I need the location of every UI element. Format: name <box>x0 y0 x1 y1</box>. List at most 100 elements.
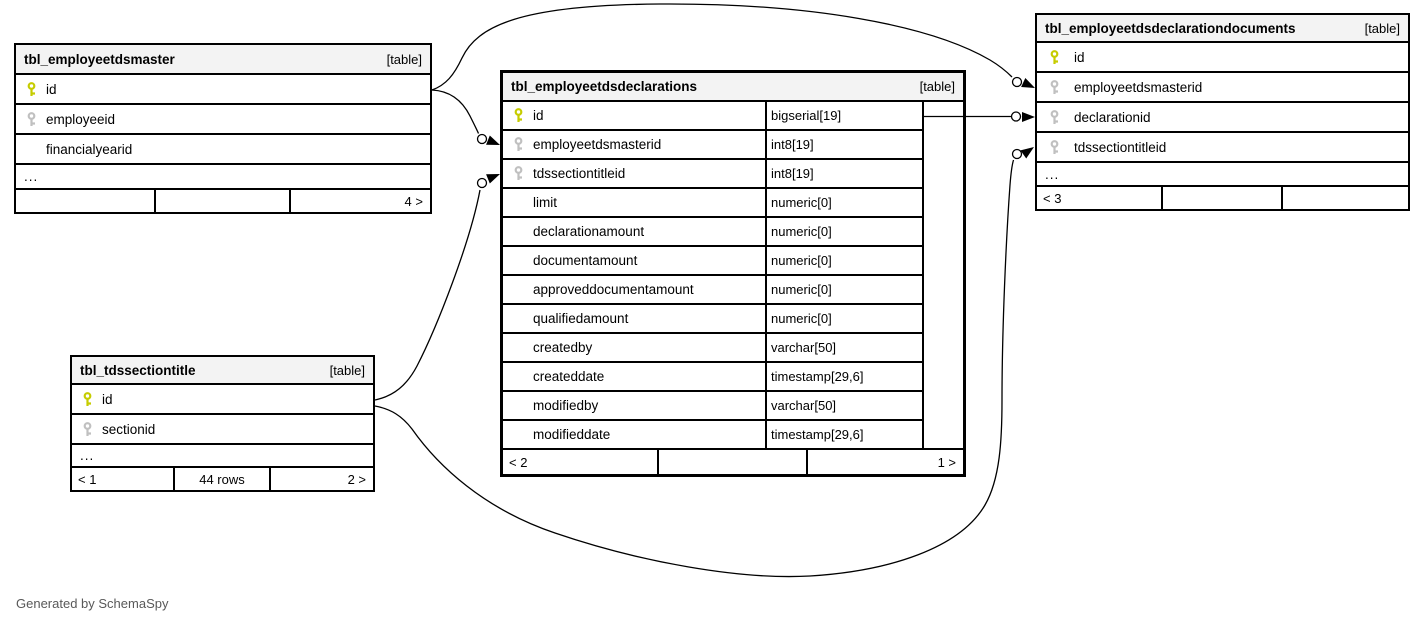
rel-master-to-declarations <box>431 89 500 145</box>
footer-cell: 44 rows <box>175 468 272 490</box>
column-name: limit <box>533 195 557 210</box>
column-name: tdssectiontitleid <box>533 166 626 181</box>
table-header[interactable]: tbl_employeetdsmaster [table] <box>16 45 430 75</box>
footer-cell: 1 > <box>937 454 957 470</box>
column-row: limit numeric[0] <box>503 189 922 218</box>
more-columns-ellipsis: ... <box>1037 163 1408 187</box>
column-type: numeric[0] <box>771 282 832 297</box>
table-tag: [table] <box>1364 20 1400 36</box>
column-row: approveddocumentamount numeric[0] <box>503 276 922 305</box>
foreign-key-icon <box>82 421 93 437</box>
column-name: documentamount <box>533 253 638 268</box>
column-type: varchar[50] <box>771 340 837 355</box>
table-header[interactable]: tbl_employeetdsdeclarations [table] <box>503 73 963 102</box>
column-name: createddate <box>533 369 605 384</box>
table-body: id bigserial[19] employeetdsmasterid int… <box>503 102 963 450</box>
foreign-key-icon <box>513 166 524 181</box>
table-footer: < 3 <box>1037 187 1408 209</box>
column-row: employeetdsmasterid <box>1037 73 1408 103</box>
cardinality-circle <box>1011 76 1023 88</box>
footer-cell <box>156 190 291 212</box>
table-footer: < 1 44 rows 2 > <box>72 468 373 490</box>
column-row: modifieddate timestamp[29,6] <box>503 421 922 448</box>
table-name: tbl_employeetdsdeclarations <box>511 79 698 94</box>
column-type: numeric[0] <box>771 195 832 210</box>
column-type: numeric[0] <box>771 311 832 326</box>
column-row: documentamount numeric[0] <box>503 247 922 276</box>
column-name: employeeid <box>46 111 116 127</box>
table-name: tbl_tdssectiontitle <box>80 362 196 378</box>
column-type: varchar[50] <box>771 398 837 413</box>
spacer-column <box>922 102 963 448</box>
cardinality-circle <box>476 177 488 189</box>
column-row: declarationid <box>1037 103 1408 133</box>
footer-cell <box>16 190 157 212</box>
arrowhead-icon <box>1022 112 1035 122</box>
cardinality-circle <box>1010 111 1022 122</box>
column-row: createddate timestamp[29,6] <box>503 363 922 392</box>
table-name: tbl_employeetdsmaster <box>24 51 175 67</box>
foreign-key-icon <box>26 111 37 127</box>
column-type: timestamp[29,6] <box>771 427 864 442</box>
primary-key-icon <box>513 108 524 123</box>
table-name: tbl_employeetdsdeclarationdocuments <box>1045 20 1296 36</box>
primary-key-icon <box>82 391 93 407</box>
column-name: employeetdsmasterid <box>533 137 662 152</box>
table-tag: [table] <box>919 79 955 94</box>
column-name: approveddocumentamount <box>533 282 694 297</box>
column-type: int8[19] <box>771 137 814 152</box>
foreign-key-icon <box>1049 139 1060 155</box>
column-row: employeetdsmasterid int8[19] <box>503 131 922 160</box>
column-type: timestamp[29,6] <box>771 369 864 384</box>
column-row: id <box>1037 43 1408 73</box>
table-employeetdsmaster: tbl_employeetdsmaster [table] id employe… <box>14 43 432 214</box>
column-name: tdssectiontitleid <box>1074 139 1167 155</box>
foreign-key-icon <box>1049 79 1060 95</box>
table-header[interactable]: tbl_employeetdsdeclarationdocuments [tab… <box>1037 15 1408 43</box>
footer-cell: < 2 <box>503 450 659 474</box>
column-row: modifiedby varchar[50] <box>503 392 922 421</box>
generator-credit: Generated by SchemaSpy <box>16 596 169 611</box>
column-type: bigserial[19] <box>771 108 842 123</box>
column-name: sectionid <box>102 421 156 437</box>
column-type: numeric[0] <box>771 224 832 239</box>
column-row: id <box>16 75 430 105</box>
column-type: numeric[0] <box>771 253 832 268</box>
footer-cell <box>1283 187 1408 209</box>
column-name: employeetdsmasterid <box>1074 79 1203 95</box>
column-name: declarationid <box>1074 109 1151 125</box>
column-type: int8[19] <box>771 166 814 181</box>
table-footer: < 2 1 > <box>503 450 963 474</box>
column-row: id bigserial[19] <box>503 102 922 131</box>
table-employeetdsdeclarationdocuments: tbl_employeetdsdeclarationdocuments [tab… <box>1035 13 1410 211</box>
cardinality-circle <box>1011 148 1023 160</box>
foreign-key-icon <box>1049 109 1060 125</box>
column-name: modifiedby <box>533 398 599 413</box>
column-name: id <box>1074 49 1085 65</box>
column-row: tdssectiontitleid <box>1037 133 1408 163</box>
table-header[interactable]: tbl_tdssectiontitle [table] <box>72 357 373 385</box>
table-footer: 4 > <box>16 190 430 212</box>
column-row: declarationamount numeric[0] <box>503 218 922 247</box>
footer-cell <box>1163 187 1283 209</box>
more-columns-ellipsis: ... <box>16 165 430 190</box>
table-tag: [table] <box>329 362 365 378</box>
footer-cell: 2 > <box>347 471 367 487</box>
footer-cell: < 1 <box>72 468 175 490</box>
footer-cell <box>659 450 809 474</box>
column-row: id <box>72 385 373 415</box>
column-name: financialyearid <box>46 141 133 157</box>
primary-key-icon <box>26 81 37 97</box>
footer-cell: < 3 <box>1037 187 1163 209</box>
column-name: modifieddate <box>533 427 611 442</box>
column-row: tdssectiontitleid int8[19] <box>503 160 922 189</box>
column-row: qualifiedamount numeric[0] <box>503 305 922 334</box>
cardinality-circle <box>476 133 488 145</box>
table-tdssectiontitle: tbl_tdssectiontitle [table] id sectionid… <box>70 355 375 492</box>
column-name: qualifiedamount <box>533 311 629 326</box>
table-tag: [table] <box>386 51 422 67</box>
footer-cell: 4 > <box>404 193 423 209</box>
column-row: financialyearid <box>16 135 430 165</box>
primary-key-icon <box>1049 49 1060 65</box>
